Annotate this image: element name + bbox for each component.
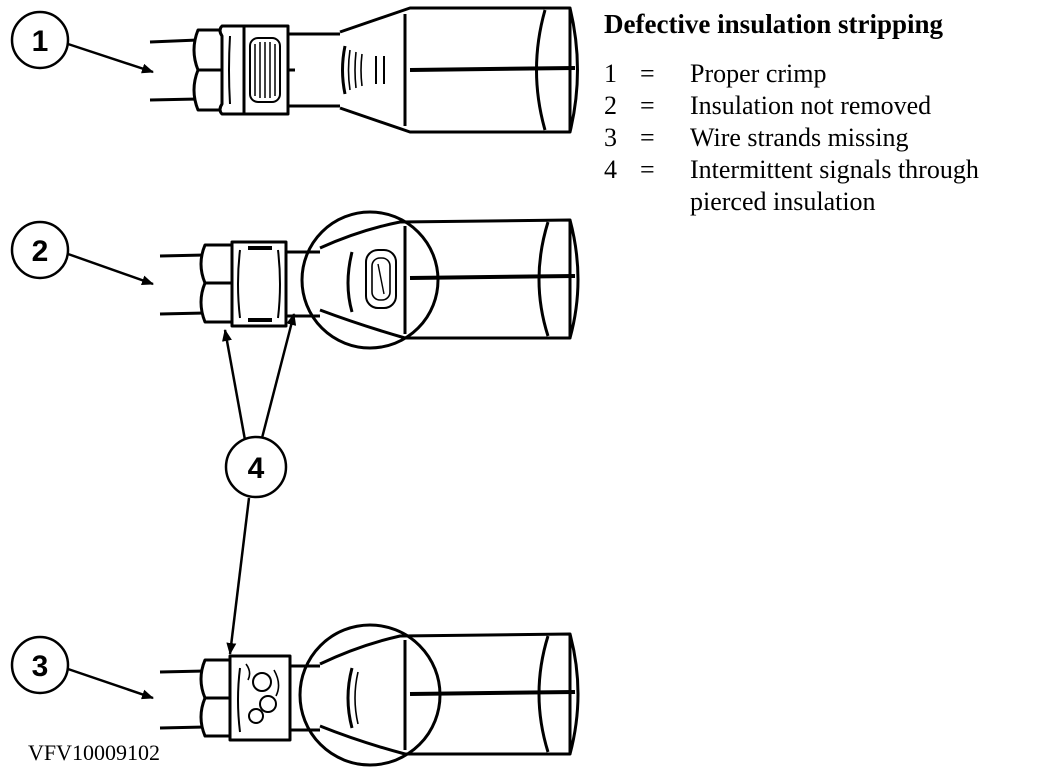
callout-4-label: 4 bbox=[248, 452, 265, 485]
legend-item-number: 4 bbox=[604, 155, 617, 184]
legend-item-equals: = bbox=[640, 123, 655, 152]
callout-4-arrow-a bbox=[222, 329, 247, 441]
callout-3-label: 3 bbox=[32, 650, 49, 683]
legend-item-number: 1 bbox=[604, 59, 617, 88]
terminal-insulation-not-removed bbox=[159, 210, 580, 350]
callout-2-arrow bbox=[67, 252, 154, 286]
legend-item-equals: = bbox=[640, 91, 655, 120]
legend-item-text: Proper crimp bbox=[690, 59, 827, 88]
terminal-proper-crimp bbox=[149, 6, 579, 134]
legend-item-text: Wire strands missing bbox=[690, 123, 909, 152]
legend-item-text: Intermittent signals through pierced ins… bbox=[690, 155, 979, 216]
legend-item: 2 = Insulation not removed bbox=[604, 90, 1034, 122]
terminal-wire-strands-missing bbox=[159, 623, 580, 767]
legend-item: 4 = Intermittent signals through pierced… bbox=[604, 154, 1034, 218]
callout-3: 3 bbox=[10, 635, 70, 695]
callout-4-arrow-c bbox=[226, 497, 251, 655]
legend-item-number: 3 bbox=[604, 123, 617, 152]
callout-4-arrow-b bbox=[260, 313, 297, 439]
legend-item-text: Insulation not removed bbox=[690, 91, 932, 120]
callout-1-label: 1 bbox=[32, 25, 49, 58]
callout-2-label: 2 bbox=[32, 235, 49, 268]
legend-item: 1 = Proper crimp bbox=[604, 58, 1034, 90]
legend-item: 3 = Wire strands missing bbox=[604, 122, 1034, 154]
legend-item-equals: = bbox=[640, 59, 655, 88]
legend-item-equals: = bbox=[640, 155, 655, 184]
legend-title: Defective insulation stripping bbox=[604, 9, 944, 39]
legend-item-number: 2 bbox=[604, 91, 617, 120]
figure-id: VFV10009102 bbox=[28, 740, 161, 765]
legend: Defective insulation stripping 1 = Prope… bbox=[604, 8, 1034, 218]
callout-4: 4 bbox=[224, 435, 288, 499]
callout-1-arrow bbox=[67, 42, 154, 74]
callout-3-arrow bbox=[67, 667, 154, 700]
callout-2: 2 bbox=[10, 220, 70, 280]
callout-1: 1 bbox=[10, 10, 70, 70]
